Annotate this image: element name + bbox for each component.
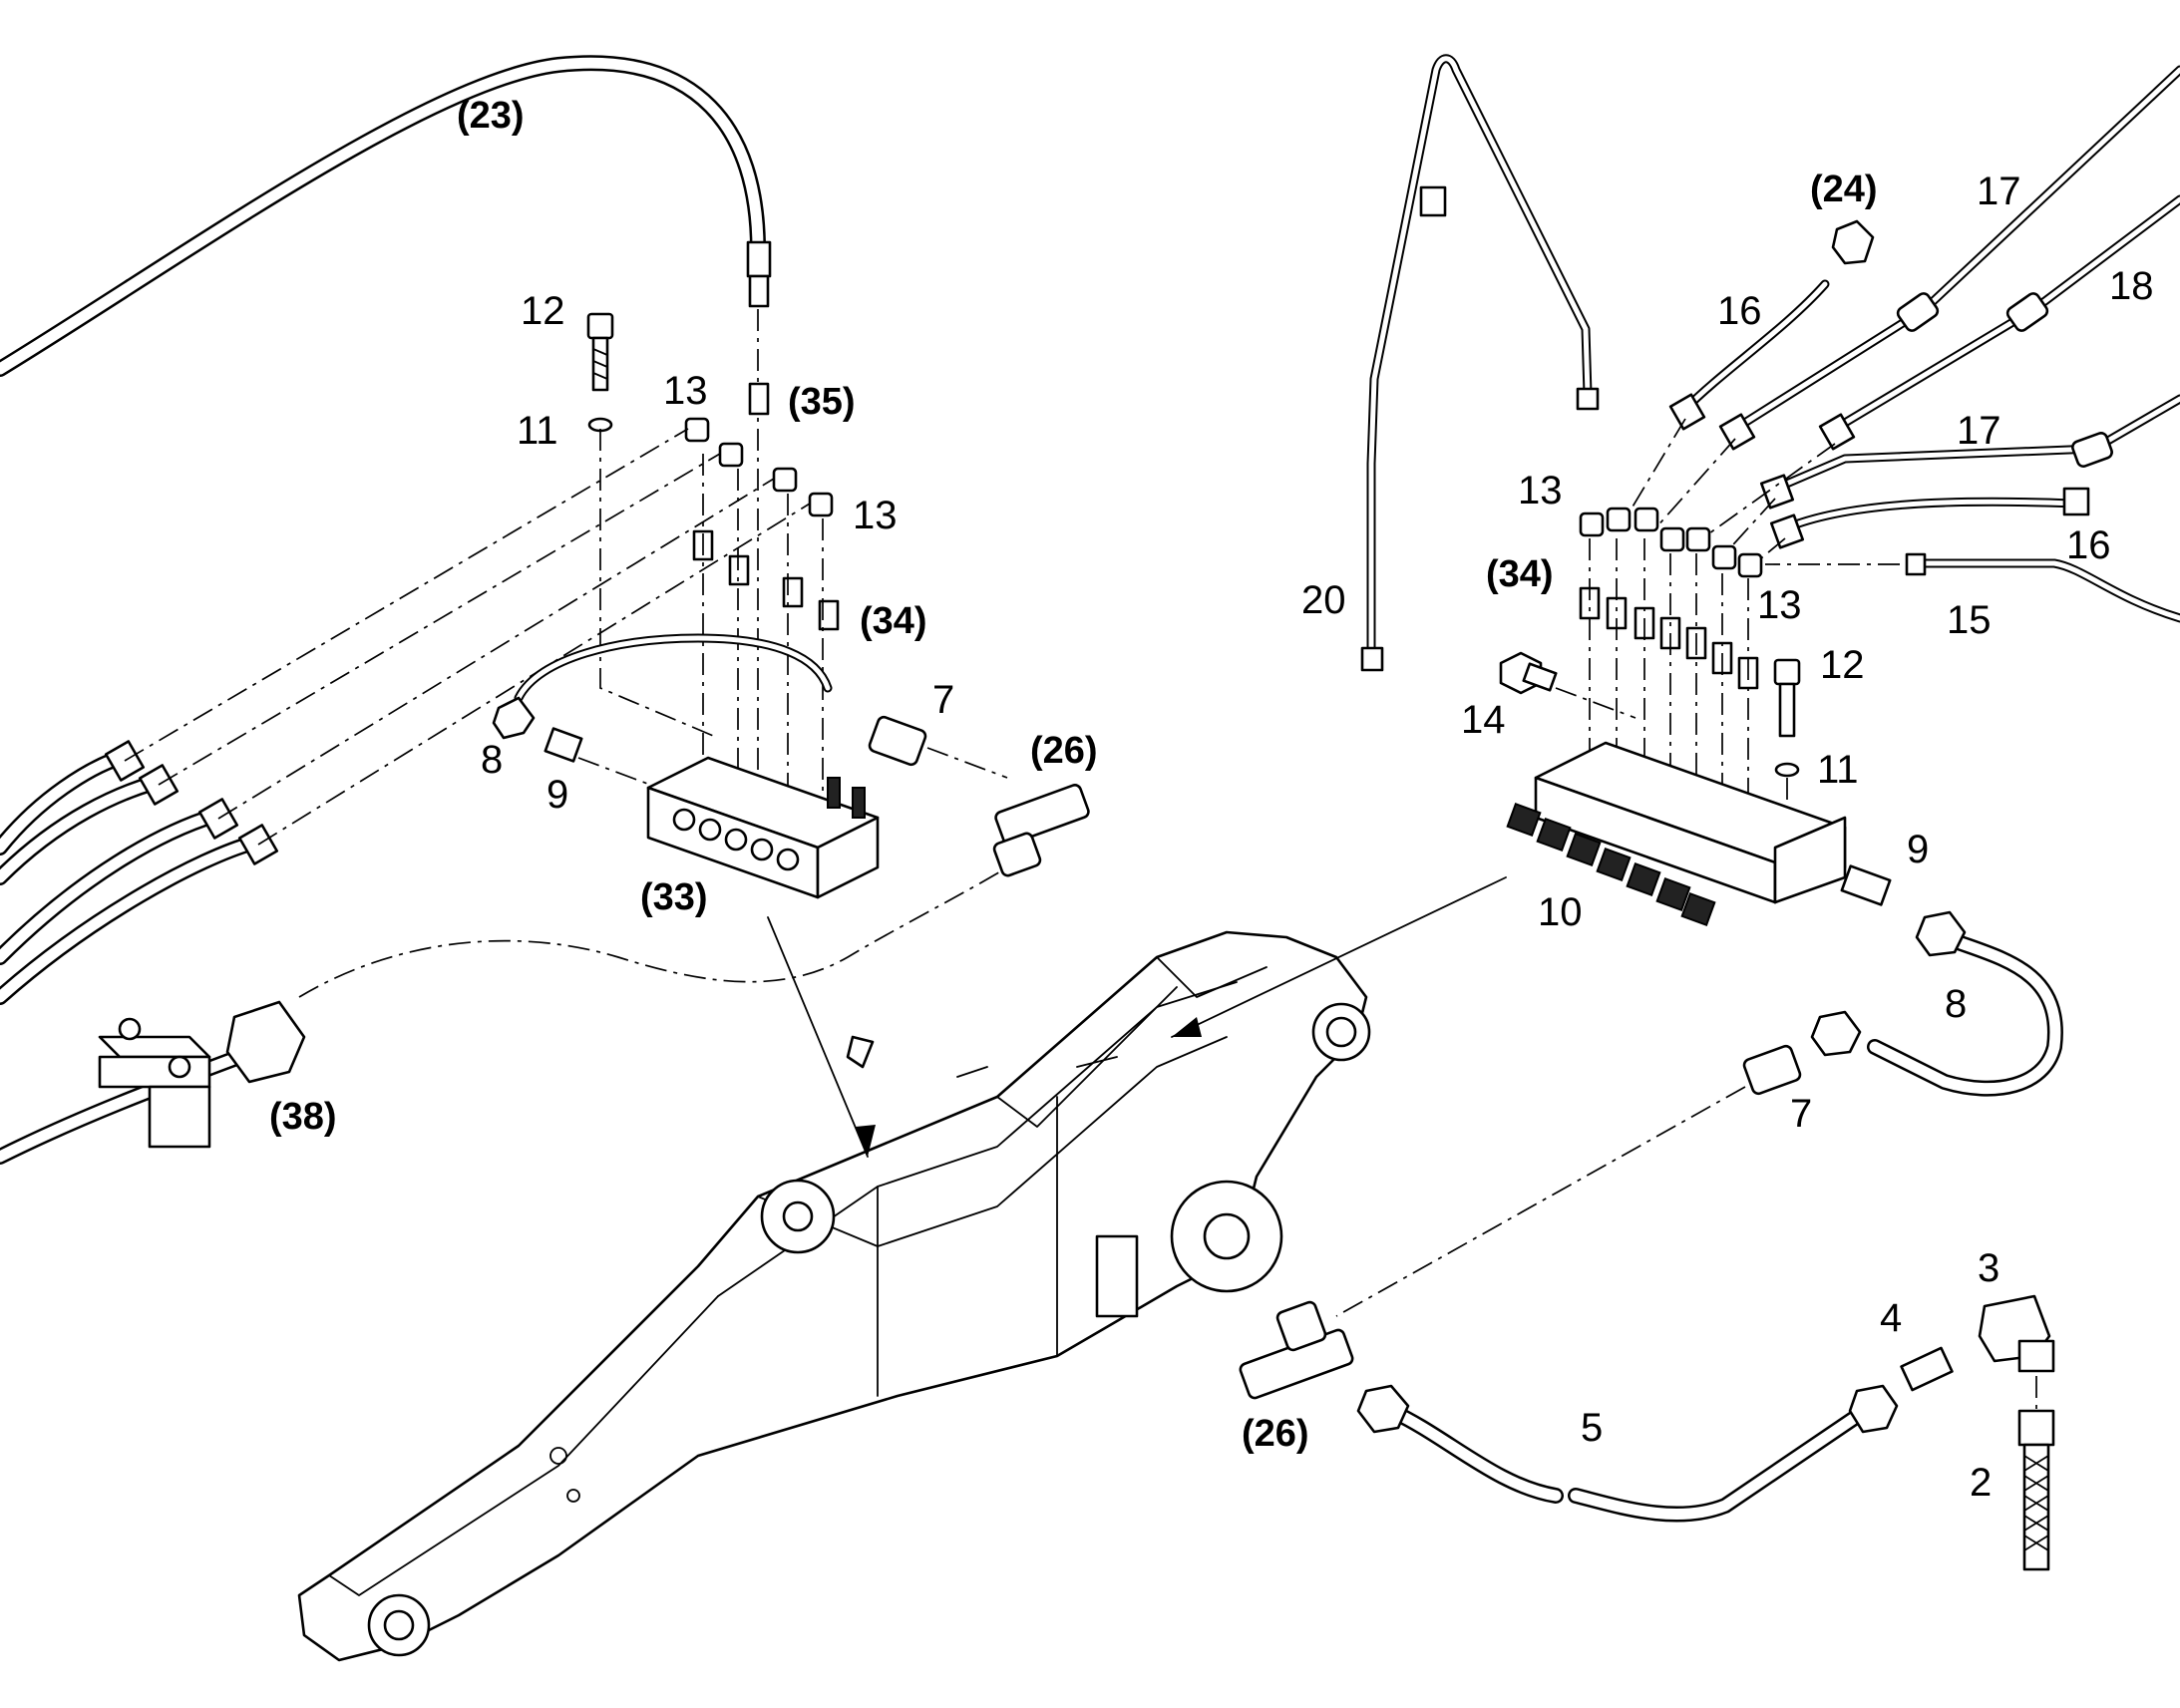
pipe-20 — [1360, 54, 1600, 672]
label-8-left: 8 — [481, 738, 503, 782]
label-38: (38) — [269, 1096, 337, 1138]
arrow-10 — [1172, 1017, 1202, 1037]
label-12-left: 12 — [521, 289, 565, 333]
label-34-right: (34) — [1486, 553, 1554, 595]
label-12-right: 12 — [1820, 643, 1865, 687]
fittings-13-right — [1579, 507, 1763, 690]
leader-10 — [1171, 876, 1507, 1038]
label-16-top: 16 — [1717, 289, 1762, 333]
label-35: (35) — [788, 381, 856, 423]
label-7-right: 7 — [1790, 1092, 1812, 1136]
label-20: 20 — [1301, 578, 1346, 622]
label-34-left: (34) — [860, 600, 927, 642]
label-4: 4 — [1880, 1296, 1902, 1340]
label-24: (24) — [1810, 169, 1878, 210]
label-13-left-a: 13 — [663, 369, 708, 413]
label-15: 15 — [1947, 598, 1992, 642]
bolt-12-left — [586, 312, 614, 392]
hose-8-left — [492, 633, 833, 740]
hose-2 — [2017, 1409, 2055, 1571]
label-8-right: 8 — [1945, 982, 1967, 1026]
label-10: 10 — [1538, 890, 1583, 934]
label-33: (33) — [640, 876, 708, 918]
bolt-12-right — [1773, 658, 1801, 828]
clamp-38 — [0, 866, 1008, 1165]
label-13-right-b: 13 — [1757, 583, 1802, 627]
label-3: 3 — [1978, 1246, 1999, 1290]
distribution-block-10 — [1506, 741, 1847, 927]
fitting-4 — [1900, 1346, 1954, 1392]
label-7-left: 7 — [932, 678, 954, 722]
label-2: 2 — [1970, 1461, 1992, 1505]
tee-fitting-26-top — [992, 784, 1090, 877]
left-hose-bundle — [0, 740, 279, 1005]
tee-fitting-26-bottom — [1239, 1300, 1354, 1400]
plug-14 — [1499, 651, 1636, 719]
fitting-9-right — [1840, 864, 1892, 906]
label-11-left: 11 — [517, 409, 558, 453]
label-5: 5 — [1581, 1406, 1603, 1450]
hose-5 — [1356, 1384, 1899, 1523]
fitting-7-left — [868, 715, 1008, 779]
fitting-9-left — [544, 727, 659, 789]
excavator-boom — [297, 930, 1371, 1662]
label-17-top: 17 — [1977, 170, 2021, 213]
label-13-right-a: 13 — [1518, 469, 1563, 512]
label-11-right: 11 — [1817, 748, 1859, 792]
label-23: (23) — [457, 95, 525, 137]
leader-33 — [767, 916, 869, 1158]
arrow-33 — [856, 1125, 876, 1157]
label-26-top: (26) — [1030, 730, 1098, 772]
fitting-7-right — [1335, 1044, 1802, 1317]
label-26-bottom: (26) — [1242, 1413, 1309, 1455]
label-9-left: 9 — [546, 773, 568, 817]
label-13-left-b: 13 — [853, 494, 898, 537]
hose-8-right — [1810, 910, 2063, 1097]
label-18: 18 — [2109, 264, 2154, 308]
label-14: 14 — [1461, 698, 1506, 742]
label-9-right: 9 — [1907, 828, 1929, 871]
hose-23 — [0, 55, 772, 377]
elbow-3 — [1978, 1294, 2055, 1416]
label-16-right: 16 — [2066, 523, 2111, 567]
distribution-block-33 — [646, 756, 880, 899]
label-17-mid: 17 — [1957, 409, 2001, 453]
hoses-right — [1668, 65, 2180, 623]
